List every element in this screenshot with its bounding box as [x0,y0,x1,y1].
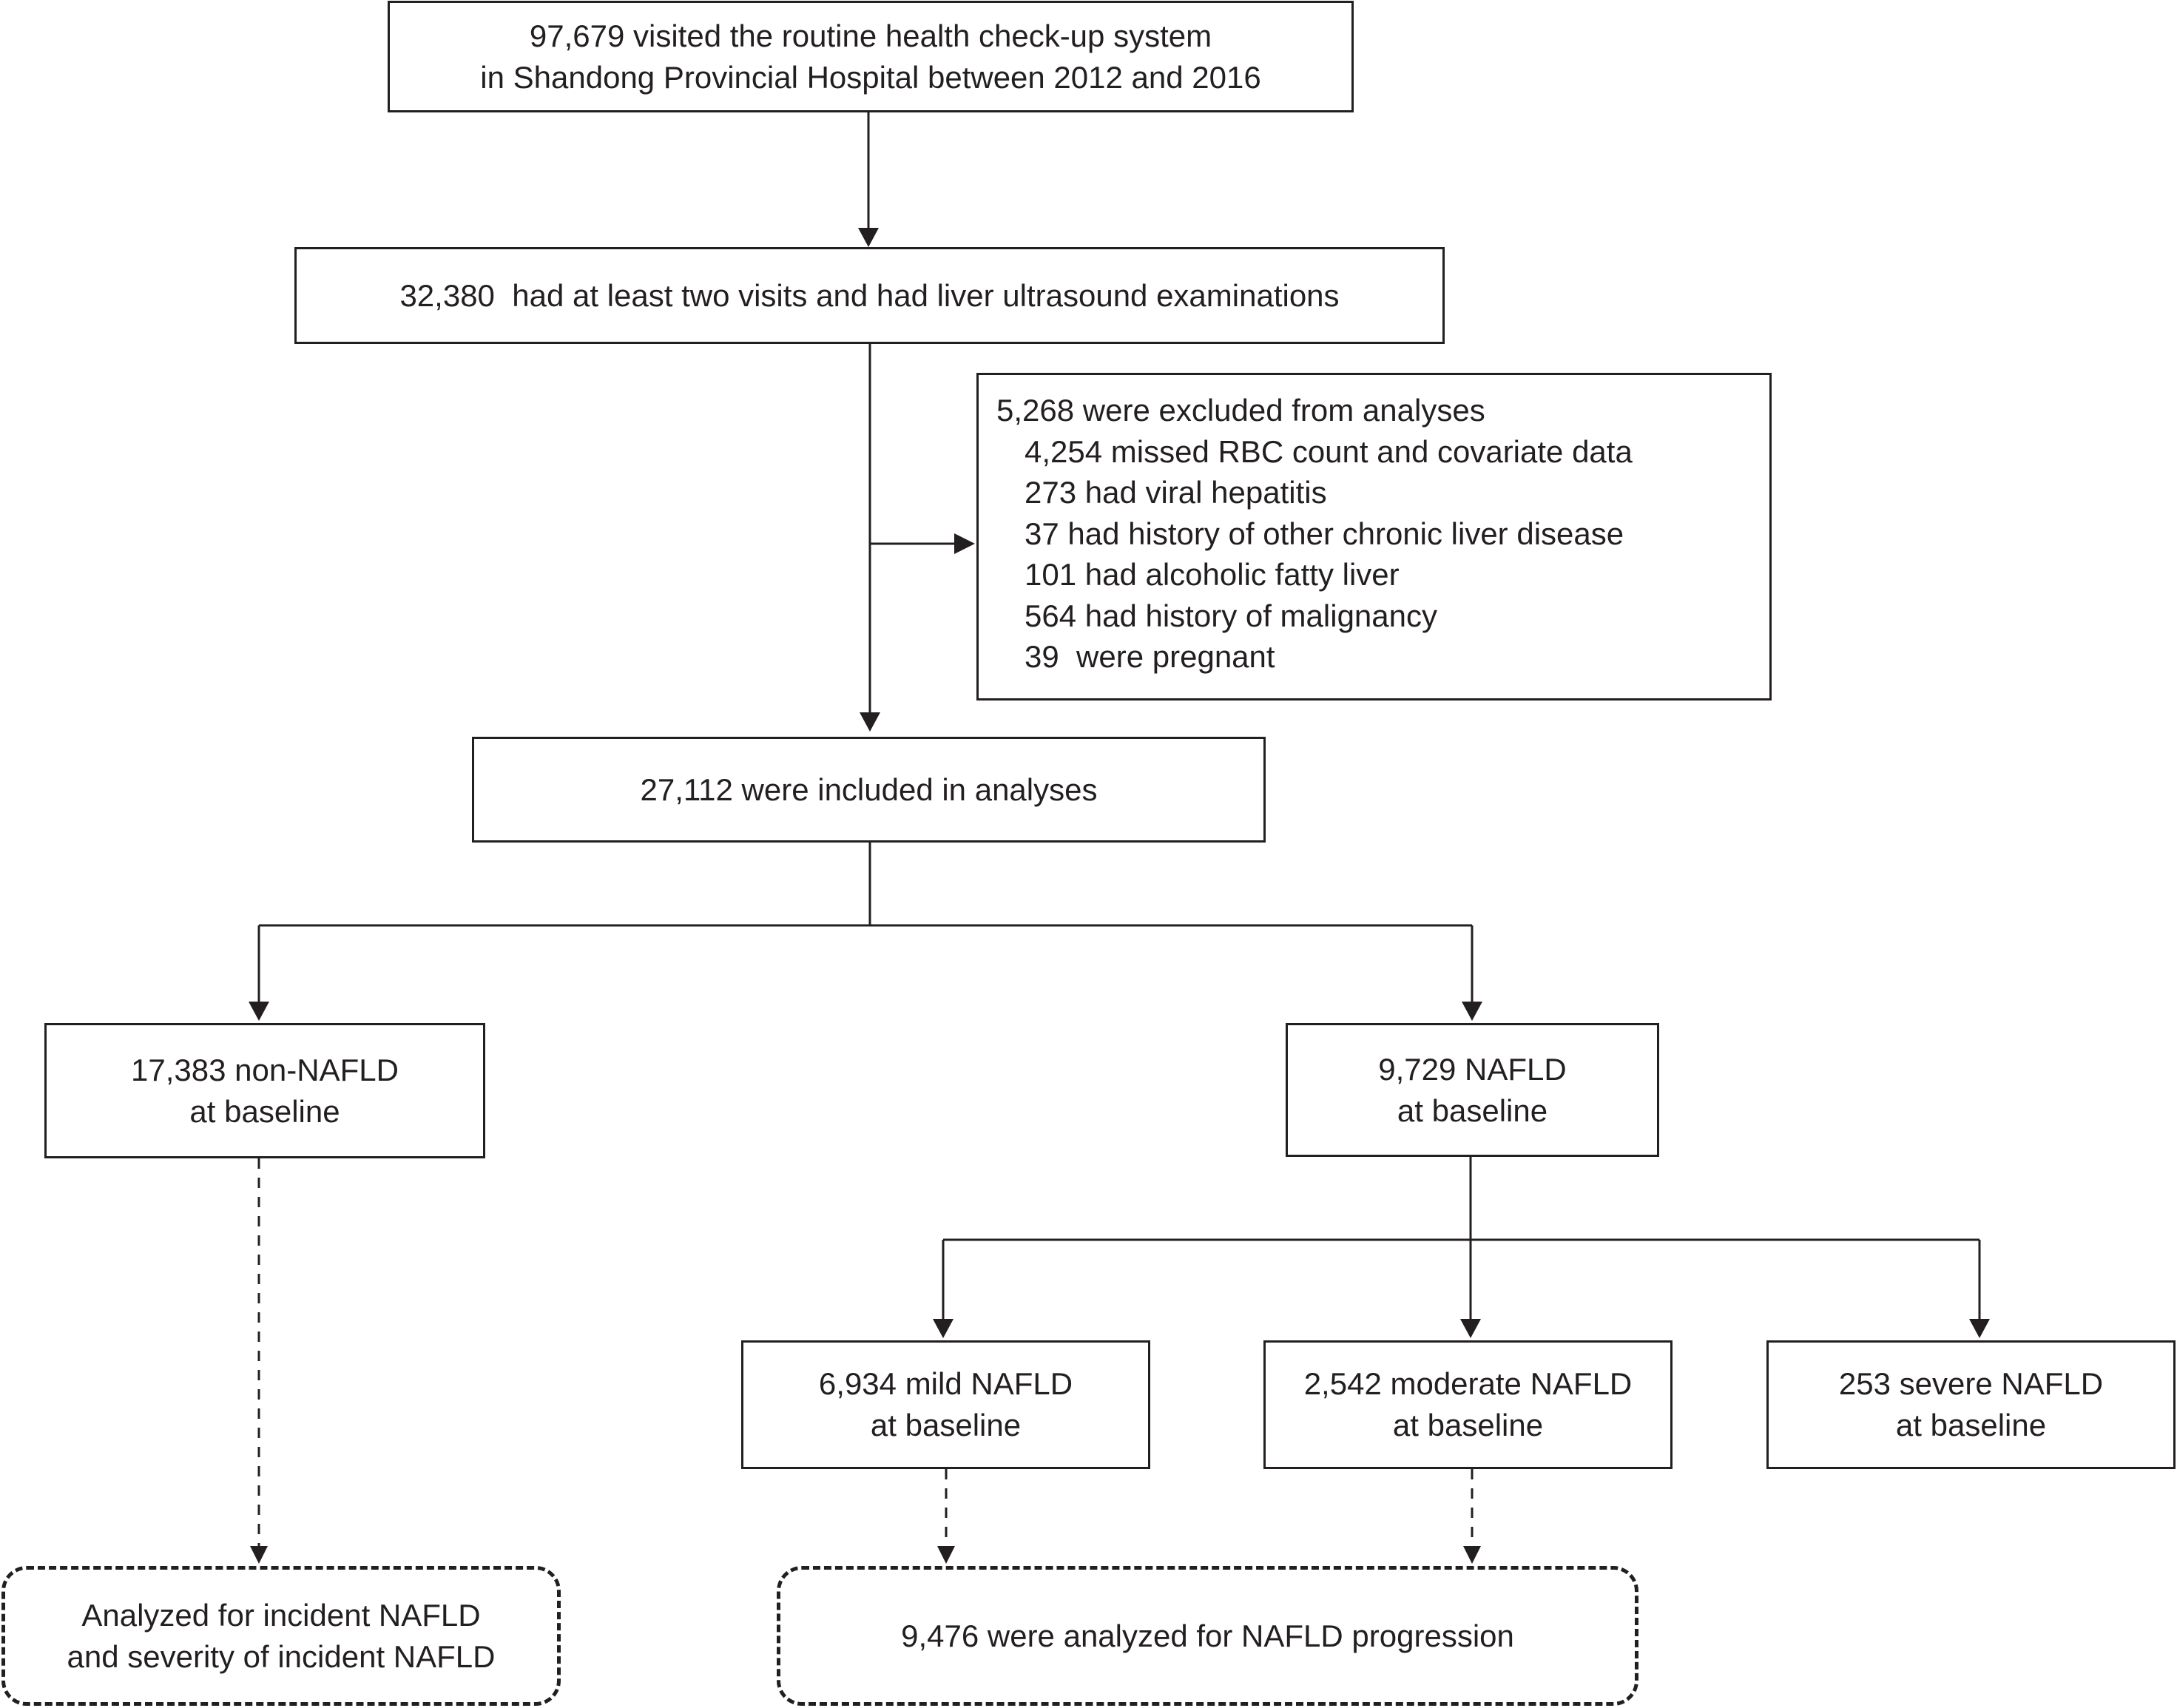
excluded-heading: 5,268 were excluded from analyses [996,393,1485,428]
excluded-reason: 39 were pregnant [1025,639,1275,674]
excluded-reason: 101 had alcoholic fatty liver [1025,557,1400,592]
severe-nafld-box: 253 severe NAFLD at baseline [1766,1340,2176,1469]
severe-nafld-line-1: 253 severe NAFLD [1838,1366,2104,1401]
moderate-nafld-line-1: 2,542 moderate NAFLD [1303,1366,1633,1401]
progression-analysis-text: 9,476 were analyzed for NAFLD progressio… [901,1618,1514,1653]
progression-analysis-box: 9,476 were analyzed for NAFLD progressio… [777,1566,1638,1706]
arrowhead-eligible-to-included [860,712,880,732]
source-population-box: 97,679 visited the routine health check-… [388,1,1354,112]
source-population-line-2: in Shandong Provincial Hospital between … [480,59,1261,95]
arrowhead-dashed-mild [937,1546,955,1564]
arrowhead-to-nafld [1462,1002,1482,1021]
arrowhead-to-excluded [954,533,975,554]
nafld-box: 9,729 NAFLD at baseline [1286,1023,1659,1157]
eligible-population-box: 32,380 had at least two visits and had l… [294,247,1445,344]
arrowhead-to-non-nafld [249,1002,269,1021]
included-text: 27,112 were included in analyses [640,772,1098,807]
moderate-nafld-box: 2,542 moderate NAFLD at baseline [1263,1340,1673,1469]
mild-nafld-box: 6,934 mild NAFLD at baseline [741,1340,1150,1469]
severe-nafld-line-2: at baseline [1895,1408,2047,1442]
arrowhead-to-moderate [1460,1319,1481,1338]
incident-analysis-box: Analyzed for incident NAFLD and severity… [1,1566,561,1706]
arrowhead-dashed-moderate [1463,1546,1481,1564]
non-nafld-line-1: 17,383 non-NAFLD [131,1052,399,1087]
non-nafld-line-2: at baseline [189,1093,340,1129]
mild-nafld-line-2: at baseline [870,1408,1022,1442]
mild-nafld-line-1: 6,934 mild NAFLD [818,1366,1073,1401]
arrowhead-dashed-incident [250,1546,268,1564]
excluded-reason: 4,254 missed RBC count and covariate dat… [1025,433,1633,469]
nafld-line-1: 9,729 NAFLD [1378,1051,1567,1087]
excluded-reason: 37 had history of other chronic liver di… [1025,516,1624,551]
arrowhead-to-severe [1969,1319,1990,1338]
incident-analysis-line-2: and severity of incident NAFLD [67,1638,496,1674]
source-population-line-1: 97,679 visited the routine health check-… [529,18,1212,53]
arrowhead-to-mild [933,1319,954,1338]
incident-analysis-line-1: Analyzed for incident NAFLD [81,1597,481,1633]
excluded-reason: 564 had history of malignancy [1025,598,1437,633]
eligible-population-text: 32,380 had at least two visits and had l… [399,277,1340,313]
arrowhead-source-to-eligible [858,228,879,247]
moderate-nafld-line-2: at baseline [1392,1408,1544,1442]
included-box: 27,112 were included in analyses [472,737,1266,843]
non-nafld-box: 17,383 non-NAFLD at baseline [44,1023,485,1158]
excluded-box: 5,268 were excluded from analyses 4,254 … [976,373,1772,701]
nafld-line-2: at baseline [1397,1093,1548,1128]
excluded-reason: 273 had viral hepatitis [1025,475,1327,510]
